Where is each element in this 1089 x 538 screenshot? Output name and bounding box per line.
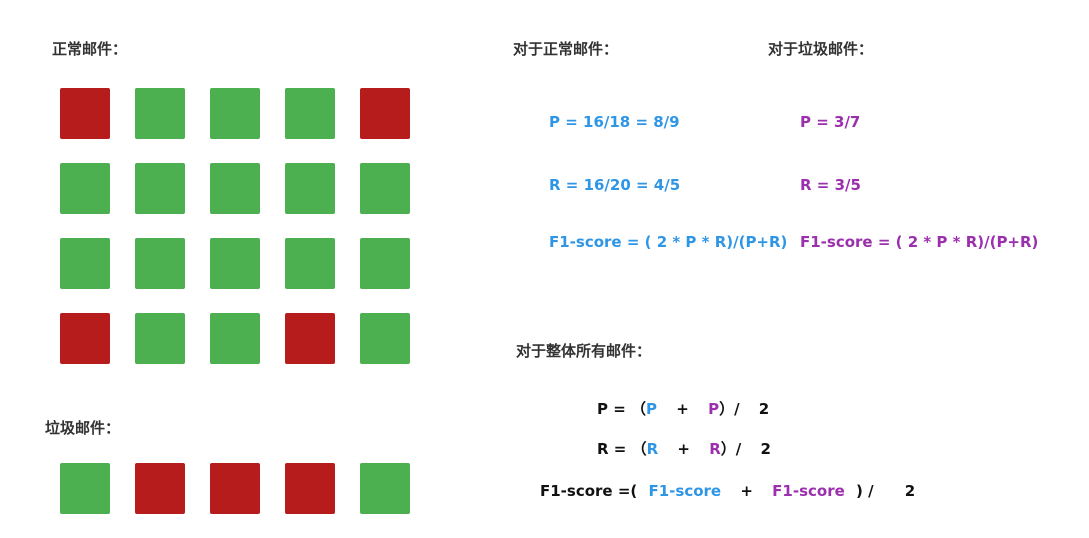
overall-f1-rhs: ) / xyxy=(856,482,874,500)
overall-recall: R = （R + R）/ 2 xyxy=(597,438,771,459)
overall-f1-denominator: 2 xyxy=(904,482,916,500)
normal-mail-square xyxy=(210,163,260,214)
overall-p-spam: P xyxy=(708,400,720,418)
overall-f1-score: F1-score =( F1-score + F1-score ) / 2 xyxy=(540,482,915,500)
spam-f1-score: F1-score = ( 2 * P * R)/(P+R) xyxy=(800,233,1039,251)
overall-p-normal: P xyxy=(646,400,658,418)
normal-mail-square xyxy=(360,238,410,289)
normal-mail-square xyxy=(60,163,110,214)
spam-precision: P = 3/7 xyxy=(800,113,861,131)
spam-mail-square xyxy=(60,88,110,139)
normal-mail-square xyxy=(60,463,110,514)
normal-mail-grid xyxy=(60,88,410,365)
overall-f1-spam: F1-score xyxy=(772,482,845,500)
overall-f1-lhs: F1-score =( xyxy=(540,482,638,500)
normal-mail-square xyxy=(285,163,335,214)
spam-mail-square xyxy=(135,463,185,514)
overall-r-spam: R xyxy=(709,440,721,458)
normal-recall: R = 16/20 = 4/5 xyxy=(549,176,681,194)
overall-f1-normal: F1-score xyxy=(648,482,722,500)
spam-recall: R = 3/5 xyxy=(800,176,861,194)
normal-precision: P = 16/18 = 8/9 xyxy=(549,113,680,131)
normal-mail-square xyxy=(135,88,185,139)
overall-r-plus: + xyxy=(677,440,690,458)
overall-f1-plus: + xyxy=(740,482,753,500)
normal-mail-square xyxy=(360,463,410,514)
normal-mail-square xyxy=(135,238,185,289)
spam-mail-title: 垃圾邮件： xyxy=(45,419,121,437)
spam-mail-square xyxy=(360,88,410,139)
spam-metrics-title: 对于垃圾邮件： xyxy=(768,40,874,58)
normal-mail-square xyxy=(210,238,260,289)
spam-mail-square xyxy=(285,313,335,364)
normal-f1-score: F1-score = ( 2 * P * R)/(P+R) xyxy=(549,233,788,251)
normal-mail-square xyxy=(210,313,260,364)
overall-r-normal: R xyxy=(646,440,659,458)
overall-p-denominator: 2 xyxy=(758,400,770,418)
normal-mail-square xyxy=(210,88,260,139)
normal-mail-square xyxy=(135,163,185,214)
normal-mail-square xyxy=(135,313,185,364)
overall-r-denominator: 2 xyxy=(760,440,771,458)
normal-mail-title: 正常邮件： xyxy=(52,40,128,58)
normal-mail-square xyxy=(285,88,335,139)
overall-r-rhs: ）/ xyxy=(720,440,742,458)
normal-mail-square xyxy=(285,238,335,289)
overall-p-plus: + xyxy=(676,400,689,418)
normal-mail-square xyxy=(360,163,410,214)
normal-mail-square xyxy=(360,313,410,364)
spam-mail-square xyxy=(60,313,110,364)
overall-title: 对于整体所有邮件： xyxy=(516,342,652,360)
overall-precision: P = （P + P）/ 2 xyxy=(597,398,769,419)
normal-metrics-title: 对于正常邮件： xyxy=(513,40,619,58)
overall-p-lhs: P = （ xyxy=(597,400,647,418)
overall-p-rhs: ）/ xyxy=(719,400,740,418)
spam-mail-row xyxy=(60,463,410,515)
spam-mail-square xyxy=(210,463,260,514)
overall-r-lhs: R = （ xyxy=(597,440,647,458)
normal-mail-square xyxy=(60,238,110,289)
spam-mail-square xyxy=(285,463,335,514)
